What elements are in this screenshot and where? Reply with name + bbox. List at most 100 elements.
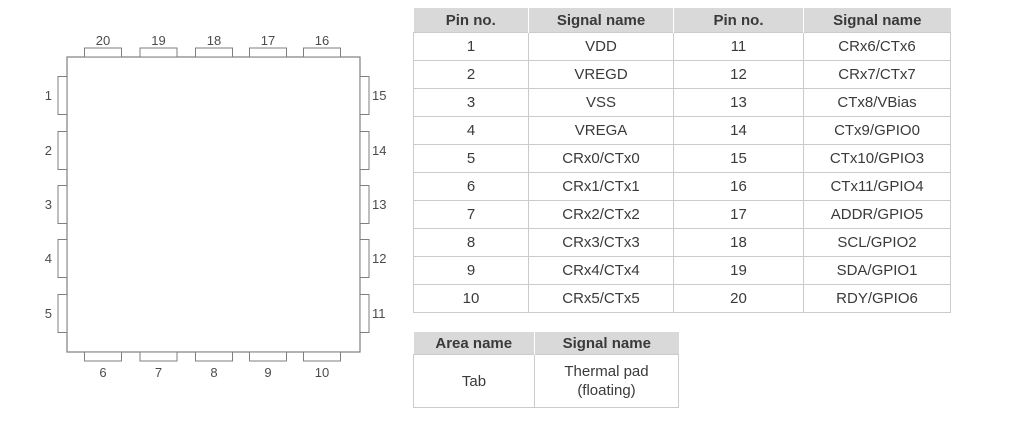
chip-pin-label: 15: [372, 88, 386, 103]
chip-pin-bottom: [84, 351, 122, 362]
column-header-pin-no-1: Pin no.: [413, 8, 529, 33]
area-table-header-row: Area name Signal name: [413, 332, 679, 355]
pin-number-cell: 17: [673, 200, 804, 229]
pin-number-cell: 3: [413, 88, 529, 117]
pin-number-cell: 1: [413, 32, 529, 61]
chip-pin-bottom: [195, 351, 233, 362]
chip-pin-label: 13: [372, 197, 386, 212]
signal-name-cell: VREGA: [528, 116, 674, 145]
chip-pin-left: [57, 76, 68, 115]
chip-pin-right: [359, 294, 370, 333]
signal-name-cell: CTx10/GPIO3: [803, 144, 951, 173]
signal-name-cell: VSS: [528, 88, 674, 117]
signal-name-cell: VREGD: [528, 60, 674, 89]
chip-pin-label: 19: [151, 33, 165, 48]
pin-number-cell: 2: [413, 60, 529, 89]
chip-pin-top: [303, 47, 341, 58]
pin-number-cell: 6: [413, 172, 529, 201]
chip-pin-left: [57, 294, 68, 333]
signal-name-cell: CRx0/CTx0: [528, 144, 674, 173]
chip-pin-label: 14: [372, 143, 386, 158]
pin-signal-table: Pin no. Signal name Pin no. Signal name …: [413, 8, 951, 313]
column-header-area-name: Area name: [413, 332, 535, 355]
chip-pin-label: 9: [264, 365, 271, 380]
pin-number-cell: 14: [673, 116, 804, 145]
chip-pin-top: [249, 47, 287, 58]
signal-name-cell: VDD: [528, 32, 674, 61]
signal-name-cell: Thermal pad (floating): [534, 354, 679, 408]
area-name-cell: Tab: [413, 354, 535, 408]
pin-number-cell: 18: [673, 228, 804, 257]
pin-number-cell: 8: [413, 228, 529, 257]
chip-pin-label: 17: [261, 33, 275, 48]
chip-pin-label: 10: [315, 365, 329, 380]
signal-name-cell: CTx8/VBias: [803, 88, 951, 117]
signal-name-cell: ADDR/GPIO5: [803, 200, 951, 229]
signal-name-cell: CRx7/CTx7: [803, 60, 951, 89]
signal-name-cell: SDA/GPIO1: [803, 256, 951, 285]
column-header-signal-name-1: Signal name: [528, 8, 674, 33]
chip-pin-label: 2: [45, 143, 52, 158]
signal-name-cell: CRx2/CTx2: [528, 200, 674, 229]
signal-name-cell: CRx6/CTx6: [803, 32, 951, 61]
signal-name-cell: RDY/GPIO6: [803, 284, 951, 313]
chip-pin-label: 20: [96, 33, 110, 48]
column-header-signal-name-3: Signal name: [534, 332, 679, 355]
pin-number-cell: 5: [413, 144, 529, 173]
chip-pin-left: [57, 131, 68, 170]
pin-number-cell: 15: [673, 144, 804, 173]
chip-pin-label: 1: [45, 88, 52, 103]
chip-pin-label: 12: [372, 251, 386, 266]
pin-number-cell: 7: [413, 200, 529, 229]
chip-pin-label: 5: [45, 306, 52, 321]
pin-number-cell: 19: [673, 256, 804, 285]
chip-pin-label: 4: [45, 251, 52, 266]
chip-pin-left: [57, 185, 68, 224]
column-header-pin-no-2: Pin no.: [673, 8, 804, 33]
chip-pin-label: 7: [155, 365, 162, 380]
pin-number-cell: 9: [413, 256, 529, 285]
chip-pin-label: 18: [207, 33, 221, 48]
signal-name-cell: SCL/GPIO2: [803, 228, 951, 257]
signal-name-cell: CRx4/CTx4: [528, 256, 674, 285]
chip-pin-top: [84, 47, 122, 58]
chip-pin-right: [359, 131, 370, 170]
signal-name-cell: CRx1/CTx1: [528, 172, 674, 201]
signal-name-cell: CRx3/CTx3: [528, 228, 674, 257]
pin-number-cell: 20: [673, 284, 804, 313]
chip-pin-label: 3: [45, 197, 52, 212]
chip-pin-right: [359, 185, 370, 224]
signal-name-cell: CTx9/GPIO0: [803, 116, 951, 145]
chip-pin-top: [195, 47, 233, 58]
chip-pin-bottom: [303, 351, 341, 362]
chip-pin-label: 16: [315, 33, 329, 48]
pin-number-cell: 11: [673, 32, 804, 61]
chip-pin-label: 6: [99, 365, 106, 380]
pin-number-cell: 12: [673, 60, 804, 89]
chip-pin-label: 8: [210, 365, 217, 380]
signal-name-cell: CRx5/CTx5: [528, 284, 674, 313]
pin-table-header-row: Pin no. Signal name Pin no. Signal name: [413, 8, 951, 33]
chip-pin-right: [359, 76, 370, 115]
pin-number-cell: 4: [413, 116, 529, 145]
signal-name-cell: CTx11/GPIO4: [803, 172, 951, 201]
chip-pin-right: [359, 239, 370, 278]
chip-body: [66, 56, 361, 353]
column-header-signal-name-2: Signal name: [803, 8, 951, 33]
